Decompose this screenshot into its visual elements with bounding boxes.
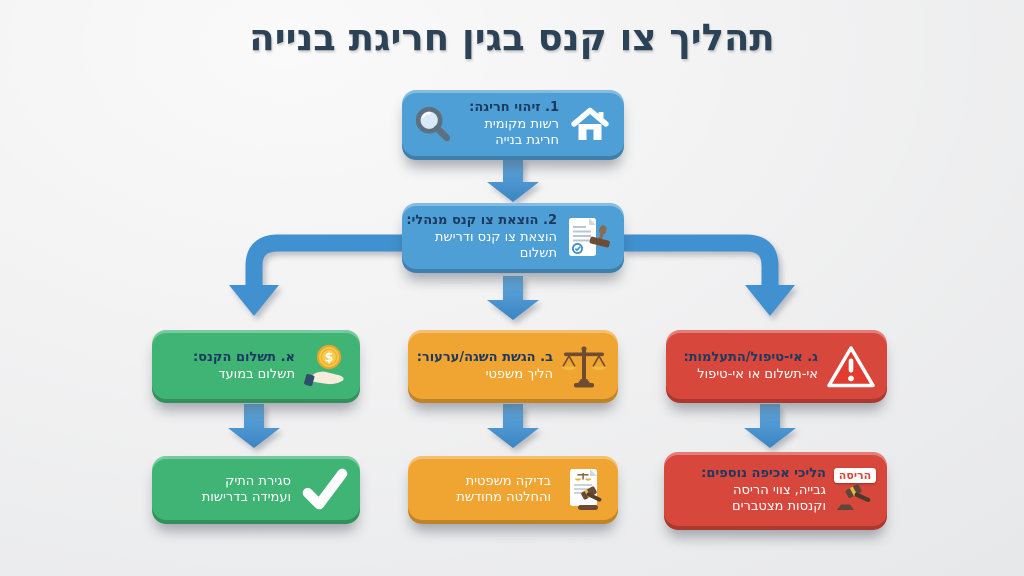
step2-line2: תשלום bbox=[519, 246, 557, 262]
step1-heading: 1. זיהוי חריגה: bbox=[469, 100, 559, 116]
outcome-enforce-text: הליכי אכיפה נוספים: גבייה, צווי הריסה וק… bbox=[674, 466, 826, 516]
step1-text: 1. זיהוי חריגה: רשות מקומית חריגת בנייה bbox=[461, 100, 559, 150]
arrow-ignore-to-enforce bbox=[744, 404, 796, 448]
outcome-review-text: בדיקה משפטית והחלטה מחודשת bbox=[418, 474, 551, 507]
outcome-enforce-heading: הליכי אכיפה נוספים: bbox=[701, 466, 826, 482]
branch-pay-text: א. תשלום הקנס: תשלום במועד bbox=[162, 350, 295, 383]
arrow-order-to-pay bbox=[229, 234, 404, 316]
step1-identify-box: 1. זיהוי חריגה: רשות מקומית חריגת בנייה bbox=[402, 90, 624, 160]
step2-text: 2. הוצאת צו קנס מנהלי: הוצאת צו קנס ודרי… bbox=[406, 213, 557, 263]
arrow-order-to-appeal bbox=[487, 276, 539, 320]
step2-line1: הוצאת צו קנס ודרישת bbox=[434, 229, 557, 245]
gavel-icon bbox=[837, 484, 871, 510]
outcome-close-line2: ועמידה בדרישות bbox=[201, 490, 291, 505]
magnifier-icon bbox=[412, 104, 454, 146]
demolition-sign-icon: הריסה bbox=[833, 468, 877, 514]
page-title: תהליך צו קנס בגין חריגת בנייה bbox=[249, 16, 775, 59]
checkmark-icon bbox=[298, 467, 350, 513]
step1-line2: חריגת בנייה bbox=[495, 133, 559, 149]
step2-heading: 2. הוצאת צו קנס מנהלי: bbox=[406, 213, 557, 229]
branch-pay-line1: תשלום במועד bbox=[218, 366, 295, 382]
step2-fine-order-box: 2. הוצאת צו קנס מנהלי: הוצאת צו קנס ודרי… bbox=[402, 203, 624, 273]
branch-pay-box: $ א. תשלום הקנס: תשלום במועד bbox=[152, 330, 360, 403]
outcome-close-line1: סגירת התיק bbox=[225, 473, 291, 489]
outcome-close-box: סגירת התיק ועמידה בדרישות bbox=[152, 456, 360, 524]
demolition-sign-label: הריסה bbox=[833, 468, 877, 483]
warning-icon bbox=[825, 343, 877, 391]
step1-line1: רשות מקומית bbox=[484, 116, 559, 132]
branch-appeal-box: ב. הגשת השגה/ערעור: הליך משפטי bbox=[408, 330, 618, 403]
outcome-enforce-line2: וקנסות מצטברים bbox=[732, 499, 826, 515]
document-gavel-icon bbox=[558, 466, 608, 514]
branch-ignore-text: ג. אי-טיפול/התעלמות: אי-תשלום או אי-טיפו… bbox=[676, 350, 818, 383]
arrow-appeal-to-review bbox=[487, 404, 539, 448]
arrow-pay-to-close bbox=[228, 404, 280, 448]
outcome-review-line2: והחלטה מחודשת bbox=[456, 490, 551, 505]
branch-pay-heading: א. תשלום הקנס: bbox=[192, 350, 295, 365]
arrow-order-to-ignore bbox=[622, 234, 795, 316]
branch-ignore-line1: אי-תשלום או אי-טיפול bbox=[697, 366, 818, 382]
outcome-enforce-box: הריסה הליכי אכיפה נוספים: גבייה, צווי הר… bbox=[664, 452, 887, 530]
branch-appeal-line1: הליך משפטי bbox=[485, 366, 553, 382]
outcome-review-box: בדיקה משפטית והחלטה מחודשת bbox=[408, 456, 618, 524]
scales-icon bbox=[560, 343, 608, 391]
outcome-review-line1: בדיקה משפטית bbox=[465, 473, 551, 489]
coin-hand-icon: $ bbox=[302, 343, 350, 391]
house-icon bbox=[566, 103, 614, 147]
branch-ignore-box: ג. אי-טיפול/התעלמות: אי-תשלום או אי-טיפו… bbox=[666, 330, 887, 403]
svg-text:$: $ bbox=[324, 350, 333, 365]
outcome-enforce-line1: גבייה, צווי הריסה bbox=[733, 482, 826, 498]
branch-ignore-heading: ג. אי-טיפול/התעלמות: bbox=[683, 350, 818, 365]
branch-appeal-heading: ב. הגשת השגה/ערעור: bbox=[416, 350, 553, 365]
outcome-close-text: סגירת התיק ועמידה בדרישות bbox=[162, 474, 291, 507]
branch-appeal-text: ב. הגשת השגה/ערעור: הליך משפטי bbox=[417, 350, 553, 383]
arrow-identify-to-order bbox=[487, 158, 539, 202]
document-stamp-icon bbox=[564, 215, 614, 261]
